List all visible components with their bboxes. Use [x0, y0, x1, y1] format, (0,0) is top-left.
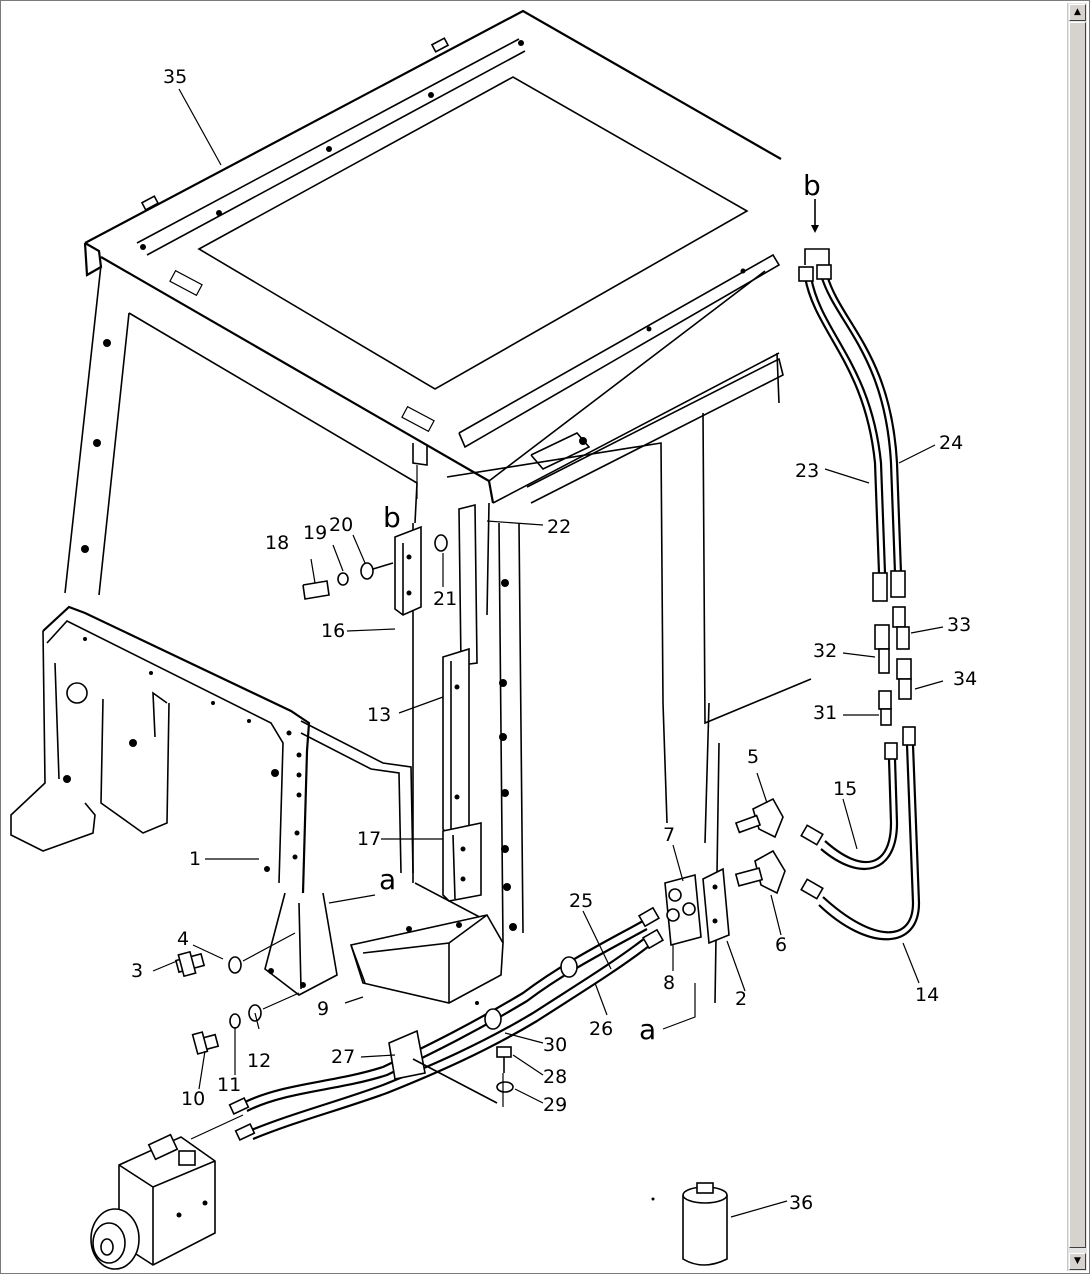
- label-25: 25: [569, 890, 593, 912]
- scroll-up-button[interactable]: ▲: [1069, 4, 1086, 21]
- label-28: 28: [543, 1066, 567, 1088]
- label-22: 22: [547, 516, 571, 538]
- label-31: 31: [813, 702, 837, 724]
- label-32: 32: [813, 640, 837, 662]
- label-11: 11: [217, 1074, 241, 1096]
- mount-brackets: [302, 443, 482, 902]
- arrow-up-icon: ▲: [1074, 7, 1081, 17]
- label-19: 19: [303, 522, 327, 544]
- label-2: 2: [735, 988, 747, 1010]
- label-4: 4: [177, 928, 189, 950]
- vertical-scrollbar[interactable]: ▲ ▼: [1067, 3, 1087, 1271]
- label-a-right: a: [639, 1013, 656, 1046]
- label-10: 10: [181, 1088, 205, 1110]
- label-17: 17: [357, 828, 381, 850]
- label-6: 6: [775, 934, 787, 956]
- label-34: 34: [953, 668, 977, 690]
- label-18: 18: [265, 532, 289, 554]
- label-12: 12: [247, 1050, 271, 1072]
- filter-cartridge: [651, 1182, 728, 1266]
- label-29: 29: [543, 1094, 567, 1116]
- hardware: [174, 932, 514, 1107]
- leader-lines: [152, 88, 944, 1218]
- label-9: 9: [317, 998, 329, 1020]
- upper-hoses: [798, 199, 906, 602]
- label-27: 27: [331, 1046, 355, 1068]
- label-3: 3: [131, 960, 143, 982]
- pump-unit: [90, 1114, 244, 1270]
- label-7: 7: [663, 824, 675, 846]
- hose-fittings: [874, 606, 916, 760]
- label-8: 8: [663, 972, 675, 994]
- label-21: 21: [433, 588, 457, 610]
- support-frame: [10, 605, 414, 996]
- label-33: 33: [947, 614, 971, 636]
- cab-roof: [83, 9, 784, 504]
- lower-hoses: [800, 744, 921, 941]
- label-20: 20: [329, 514, 353, 536]
- label-b-top: b: [803, 169, 821, 202]
- label-16: 16: [321, 620, 345, 642]
- part-labels: 35 b 24 23 22 b 18 19 20 21 16 13 33 32 …: [131, 66, 977, 1214]
- valve-box: [349, 914, 504, 1004]
- label-36: 36: [789, 1192, 813, 1214]
- scroll-thumb[interactable]: [1069, 22, 1086, 1248]
- label-5: 5: [747, 746, 759, 768]
- label-15: 15: [833, 778, 857, 800]
- label-30: 30: [543, 1034, 567, 1056]
- label-13: 13: [367, 704, 391, 726]
- label-b-mid: b: [383, 501, 401, 534]
- label-23: 23: [795, 460, 819, 482]
- label-35: 35: [163, 66, 187, 88]
- arrow-down-icon: ▼: [1074, 1256, 1081, 1266]
- parts-diagram: 35 b 24 23 22 b 18 19 20 21 16 13 33 32 …: [10, 9, 977, 1270]
- label-1: 1: [189, 848, 201, 870]
- label-24: 24: [939, 432, 963, 454]
- elbow-fittings: [664, 797, 786, 947]
- label-26: 26: [589, 1018, 613, 1040]
- scroll-down-button[interactable]: ▼: [1069, 1253, 1086, 1270]
- cab-frame: [64, 264, 812, 1004]
- label-a-left: a: [379, 863, 396, 896]
- label-14: 14: [915, 984, 939, 1006]
